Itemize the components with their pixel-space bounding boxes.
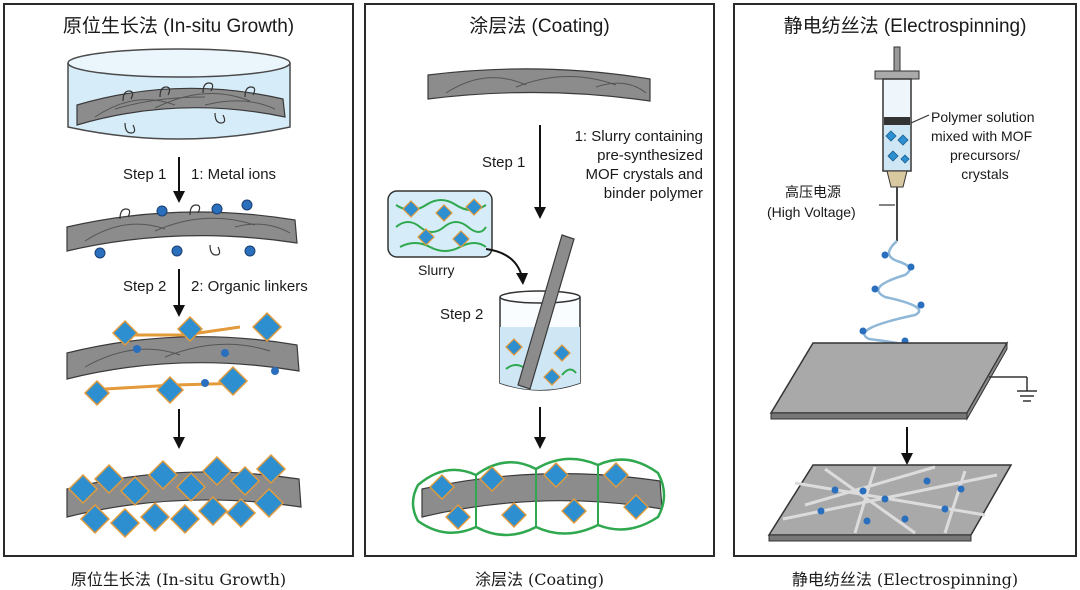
in-situ-growth-title: 原位生长法 (In-situ Growth) <box>62 16 295 37</box>
electrospinning-panel: 静电纺丝法 (Electrospinning) Polymer solution… <box>733 3 1077 557</box>
solution-label-line1: Polymer solution <box>931 109 1035 125</box>
dipping-fiber <box>517 234 575 390</box>
step2-text: 2: Organic linkers <box>191 278 308 295</box>
mof-coated-fiber <box>66 453 302 539</box>
step1-text-line3: MOF crystals and <box>585 166 703 183</box>
coating-caption: 涂层法 (Coating) <box>474 570 605 589</box>
ground-symbol <box>989 376 1037 402</box>
step1-label: Step 1 <box>123 166 166 183</box>
slurry-box <box>387 190 493 258</box>
slurry-label: Slurry <box>418 262 455 278</box>
electrospinning-caption: 静电纺丝法 (Electrospinning) <box>791 570 1019 589</box>
in-situ-growth-caption: 原位生长法 (In-situ Growth) <box>70 570 287 589</box>
step2-label: Step 2 <box>123 278 166 295</box>
nanofiber-mat <box>767 464 1013 542</box>
solution-label-line4: crystals <box>961 166 1008 182</box>
step1-label: Step 1 <box>482 154 525 171</box>
step1-text: 1: Metal ions <box>191 166 276 183</box>
fiber-in-dish <box>76 82 286 134</box>
electrospinning-illustration: Polymer solution mixed with MOF precurso… <box>767 46 1037 542</box>
syringe <box>874 46 920 241</box>
step1-text-line1: 1: Slurry containing <box>575 128 703 145</box>
coating-panel: 涂层法 (Coating) Step 1 1: Slurry containin… <box>364 3 715 557</box>
coated-fiber <box>411 457 666 537</box>
high-voltage-label-cn: 高压电源 <box>785 184 841 200</box>
bare-fiber <box>427 68 651 102</box>
in-situ-growth-illustration: Step 1 1: Metal ions Step 2 2: Organic l… <box>66 48 308 539</box>
high-voltage-label-en: (High Voltage) <box>767 204 856 220</box>
slurry-arrow <box>485 248 523 278</box>
step1-text-line2: pre-synthesized <box>597 147 703 164</box>
step1-text-line4: binder polymer <box>604 185 703 202</box>
step2-label: Step 2 <box>440 306 483 323</box>
solution-label-line2: mixed with MOF <box>931 128 1032 144</box>
fiber-with-metal-ions <box>66 199 298 259</box>
solution-label-line3: precursors/ <box>950 147 1020 163</box>
grounded-collector-plate <box>769 341 1009 421</box>
coating-title: 涂层法 (Coating) <box>469 16 610 37</box>
electrospinning-title: 静电纺丝法 (Electrospinning) <box>783 16 1027 37</box>
fiber-with-mof-nuclei <box>66 311 300 407</box>
in-situ-growth-panel: 原位生长法 (In-situ Growth) Step 1 1: Metal i… <box>3 3 354 557</box>
coating-illustration: Step 1 1: Slurry containing pre-synthesi… <box>387 68 703 537</box>
